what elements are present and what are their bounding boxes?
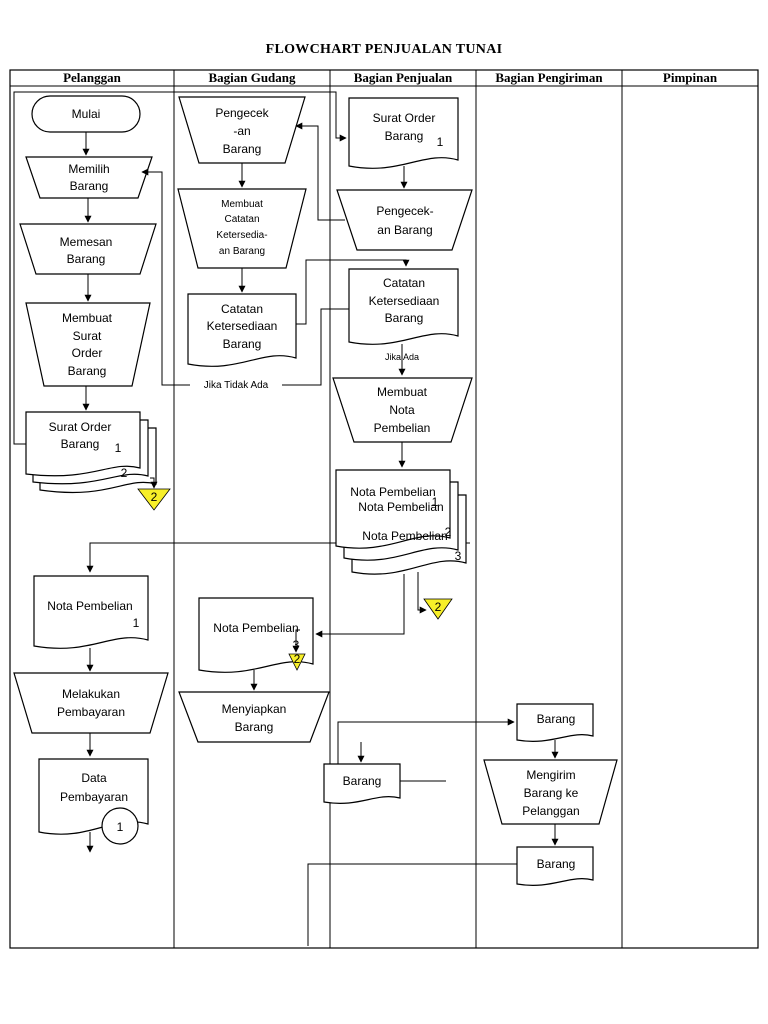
document-barang-pengiriman-top <box>516 703 594 742</box>
off-page-2-penjualan-label: 2 <box>435 600 442 614</box>
swimlane-table <box>9 69 759 949</box>
process-membuat-sob <box>25 302 151 387</box>
off-page-connector-2-gudang <box>288 653 306 671</box>
document-catatan-ketersediaan-penjualan <box>348 268 459 345</box>
process-pengecekan-barang-gudang <box>178 96 306 164</box>
gudang-pengecekan-label-2: -an <box>233 124 250 138</box>
memesan-label-2: Barang <box>67 252 106 266</box>
gudang-pengecekan-label-1: Pengecek <box>215 106 269 120</box>
nota-gudang-num-b: 2 <box>294 652 301 666</box>
nota-gudang-label: Nota Pembelian <box>213 621 298 635</box>
membuat-sob-label-4: Barang <box>68 364 107 378</box>
memesan-label-1: Memesan <box>60 235 113 249</box>
sob-label-1: Surat Order <box>49 420 112 434</box>
menyiapkan-label-1: Menyiapkan <box>222 702 287 716</box>
membuat-nota-label-3: Pembelian <box>374 421 431 435</box>
process-membuat-catatan-ketersediaan <box>177 188 307 269</box>
nota-penjualan-num-2: 2 <box>445 525 452 539</box>
membuat-nota-label-2: Nota <box>389 403 415 417</box>
document-nota-pembelian-gudang <box>198 597 314 673</box>
memilih-label-1: Memilih <box>68 162 109 176</box>
document-catatan-ketersediaan-gudang <box>187 293 297 367</box>
document-surat-order-pelanggan <box>25 411 157 494</box>
gudang-pengecekan-label-3: Barang <box>223 142 262 156</box>
membuat-sob-label-1: Membuat <box>62 311 113 325</box>
document-nota-pembelian-penjualan-stack <box>335 469 467 575</box>
nota-penjualan-label-2: Nota Pembelian <box>358 500 443 514</box>
label-jika-ada: Jika Ada <box>385 352 419 362</box>
mengirim-label-1: Mengirim <box>526 768 575 782</box>
label-jika-tidak-ada: Jika Tidak Ada <box>204 380 269 391</box>
penjualan-pengecekan-label-1: Pengecek- <box>376 204 433 218</box>
membuat-sob-label-2: Surat <box>73 329 102 343</box>
penjualan-sob-num: 1 <box>437 135 444 149</box>
connector-1-label: 1 <box>117 820 124 834</box>
nota-pelanggan-label: Nota Pembelian <box>47 599 132 613</box>
sob-copy-1: 1 <box>115 441 122 455</box>
process-melakukan-pembayaran <box>13 672 169 734</box>
mengirim-label-3: Pelanggan <box>522 804 579 818</box>
lane-header-gudang: Bagian Gudang <box>208 70 296 85</box>
data-pembayaran-label-1: Data <box>81 771 107 785</box>
lane-header-pimpinan: Pimpinan <box>663 70 718 85</box>
page-title: FLOWCHART PENJUALAN TUNAI <box>265 42 503 57</box>
membuat-catatan-label-1: Membuat <box>221 199 263 210</box>
nota-penjualan-label-1: Nota Pembelian <box>350 485 435 499</box>
melakukan-label-2: Pembayaran <box>57 705 125 719</box>
barang-pengiriman-top-label: Barang <box>537 712 576 726</box>
penjualan-catatan-label-3: Barang <box>385 311 424 325</box>
mengirim-label-2: Barang ke <box>524 786 579 800</box>
lane-header-pengiriman: Bagian Pengiriman <box>495 70 603 85</box>
nota-penjualan-num-1: 1 <box>432 495 439 509</box>
membuat-catatan-label-4: an Barang <box>219 246 265 257</box>
gudang-catatan-label-1: Catatan <box>221 302 263 316</box>
sob-copy-2: 2 <box>121 466 128 480</box>
membuat-catatan-label-2: Catatan <box>224 214 259 225</box>
sob-label-2: Barang <box>61 437 100 451</box>
nota-pelanggan-num: 1 <box>133 616 140 630</box>
process-menyiapkan-barang <box>178 691 330 743</box>
membuat-sob-label-3: Order <box>72 346 103 360</box>
barang-pengiriman-bottom-label: Barang <box>537 857 576 871</box>
process-membuat-nota-pembelian <box>332 377 473 443</box>
off-page-2-pelanggan-label: 2 <box>151 490 158 504</box>
document-barang-penjualan <box>323 763 401 804</box>
data-pembayaran-label-2: Pembayaran <box>60 790 128 804</box>
process-memesan-barang <box>19 223 157 275</box>
memilih-label-2: Barang <box>70 179 109 193</box>
process-pengecekan-barang-penjualan <box>336 189 473 251</box>
penjualan-catatan-label-1: Catatan <box>383 276 425 290</box>
process-memilih-barang <box>25 156 153 199</box>
nota-penjualan-label-3: Nota Pembelian <box>362 529 447 543</box>
membuat-nota-label-1: Membuat <box>377 385 428 399</box>
connector-1 <box>101 807 139 845</box>
lane-header-penjualan: Bagian Penjualan <box>354 70 453 85</box>
process-mengirim-barang <box>483 759 618 825</box>
off-page-connector-2-pelanggan <box>137 488 171 511</box>
nota-penjualan-num-3: 3 <box>455 549 462 563</box>
document-surat-order-penjualan <box>348 97 459 169</box>
lane-header-pelanggan: Pelanggan <box>63 70 122 85</box>
document-barang-pengiriman-bottom <box>516 846 594 886</box>
start-label: Mulai <box>72 107 101 121</box>
penjualan-sob-label-1: Surat Order <box>373 111 436 125</box>
penjualan-catatan-label-2: Ketersediaan <box>369 294 440 308</box>
penjualan-sob-label-2: Barang <box>385 129 424 143</box>
document-nota-pembelian-pelanggan <box>33 575 149 649</box>
gudang-catatan-label-2: Ketersediaan <box>207 319 278 333</box>
barang-penjualan-label: Barang <box>343 774 382 788</box>
menyiapkan-label-2: Barang <box>235 720 274 734</box>
penjualan-pengecekan-label-2: an Barang <box>377 223 432 237</box>
gudang-catatan-label-3: Barang <box>223 337 262 351</box>
off-page-connector-2-penjualan <box>423 598 453 620</box>
membuat-catatan-label-3: Ketersedia- <box>216 230 267 241</box>
melakukan-label-1: Melakukan <box>62 687 120 701</box>
